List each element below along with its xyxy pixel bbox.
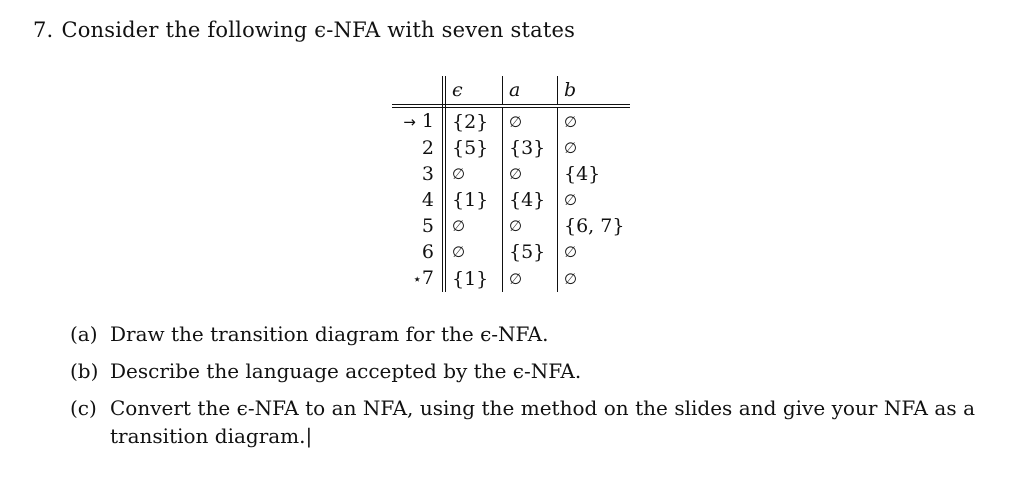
state-cell: 2 xyxy=(392,135,446,161)
state-cell: 6 xyxy=(392,239,446,265)
eps-cell: ∅ xyxy=(444,239,503,265)
state-label: 4 xyxy=(421,189,434,211)
eps-cell: ∅ xyxy=(444,213,503,239)
state-label: 6 xyxy=(421,241,434,263)
question-number: 7. xyxy=(33,18,54,42)
table-row: ⋆7 {1} ∅ ∅ xyxy=(392,265,630,292)
transition-table: ϵ a b → 1 {2} ∅ ∅ 2 {5} {3} ∅ 3 ∅ ∅ {4} … xyxy=(392,76,631,292)
accept-star-icon: ⋆ xyxy=(412,270,422,288)
state-cell: 3 xyxy=(392,161,446,187)
table-row: 3 ∅ ∅ {4} xyxy=(392,161,630,187)
a-cell: ∅ xyxy=(502,265,558,292)
header-state xyxy=(392,76,446,108)
a-cell: ∅ xyxy=(502,213,558,239)
state-label: 5 xyxy=(421,215,434,237)
table-row: 4 {1} {4} ∅ xyxy=(392,187,630,213)
b-cell: {6, 7} xyxy=(564,215,625,237)
sub-question-label: (a) xyxy=(70,322,98,346)
eps-cell: {5} xyxy=(444,135,503,161)
question-prompt: 7. Consider the following ϵ-NFA with seve… xyxy=(33,18,575,42)
a-cell: {4} xyxy=(502,187,558,213)
header-a: a xyxy=(502,76,558,108)
header-b: b xyxy=(557,76,631,108)
eps-cell: {1} xyxy=(444,187,503,213)
eps-cell: {1} xyxy=(444,265,503,292)
b-cell: ∅ xyxy=(564,139,578,157)
b-cell: ∅ xyxy=(564,243,578,261)
sub-question-text: Draw the transition diagram for the ϵ-NF… xyxy=(110,322,549,346)
sub-question-a: (a) Draw the transition diagram for the … xyxy=(70,320,975,348)
state-label: 7 xyxy=(421,267,434,289)
b-cell: ∅ xyxy=(564,112,578,131)
a-cell: ∅ xyxy=(502,106,558,135)
start-arrow-icon: → xyxy=(403,113,416,131)
sub-question-text: Convert the ϵ-NFA to an NFA, using the m… xyxy=(110,396,975,448)
a-cell: ∅ xyxy=(502,161,558,187)
state-cell: 5 xyxy=(392,213,446,239)
sub-questions: (a) Draw the transition diagram for the … xyxy=(70,320,975,459)
b-cell: ∅ xyxy=(564,269,578,288)
b-cell: {4} xyxy=(564,163,601,185)
b-cell: ∅ xyxy=(564,191,578,209)
table-row: 5 ∅ ∅ {6, 7} xyxy=(392,213,630,239)
sub-question-b: (b) Describe the language accepted by th… xyxy=(70,357,975,385)
question-text: Consider the following ϵ-NFA with seven … xyxy=(61,18,576,42)
a-cell: {3} xyxy=(502,135,558,161)
table-row: 2 {5} {3} ∅ xyxy=(392,135,630,161)
state-label: 1 xyxy=(421,110,434,132)
table-row: 6 ∅ {5} ∅ xyxy=(392,239,630,265)
header-epsilon: ϵ xyxy=(444,76,503,108)
sub-question-c: (c) Convert the ϵ-NFA to an NFA, using t… xyxy=(70,394,975,450)
table-header-row: ϵ a b xyxy=(392,76,631,108)
eps-cell: {2} xyxy=(444,106,503,135)
sub-question-label: (c) xyxy=(70,396,97,420)
state-label: 2 xyxy=(421,137,434,159)
sub-question-label: (b) xyxy=(70,359,99,383)
table-row: → 1 {2} ∅ ∅ xyxy=(392,106,630,135)
sub-question-text: Describe the language accepted by the ϵ-… xyxy=(110,359,582,383)
state-label: 3 xyxy=(421,163,434,185)
state-cell: ⋆7 xyxy=(392,265,446,292)
state-cell: → 1 xyxy=(392,106,446,135)
state-cell: 4 xyxy=(392,187,446,213)
a-cell: {5} xyxy=(502,239,558,265)
eps-cell: ∅ xyxy=(444,161,503,187)
